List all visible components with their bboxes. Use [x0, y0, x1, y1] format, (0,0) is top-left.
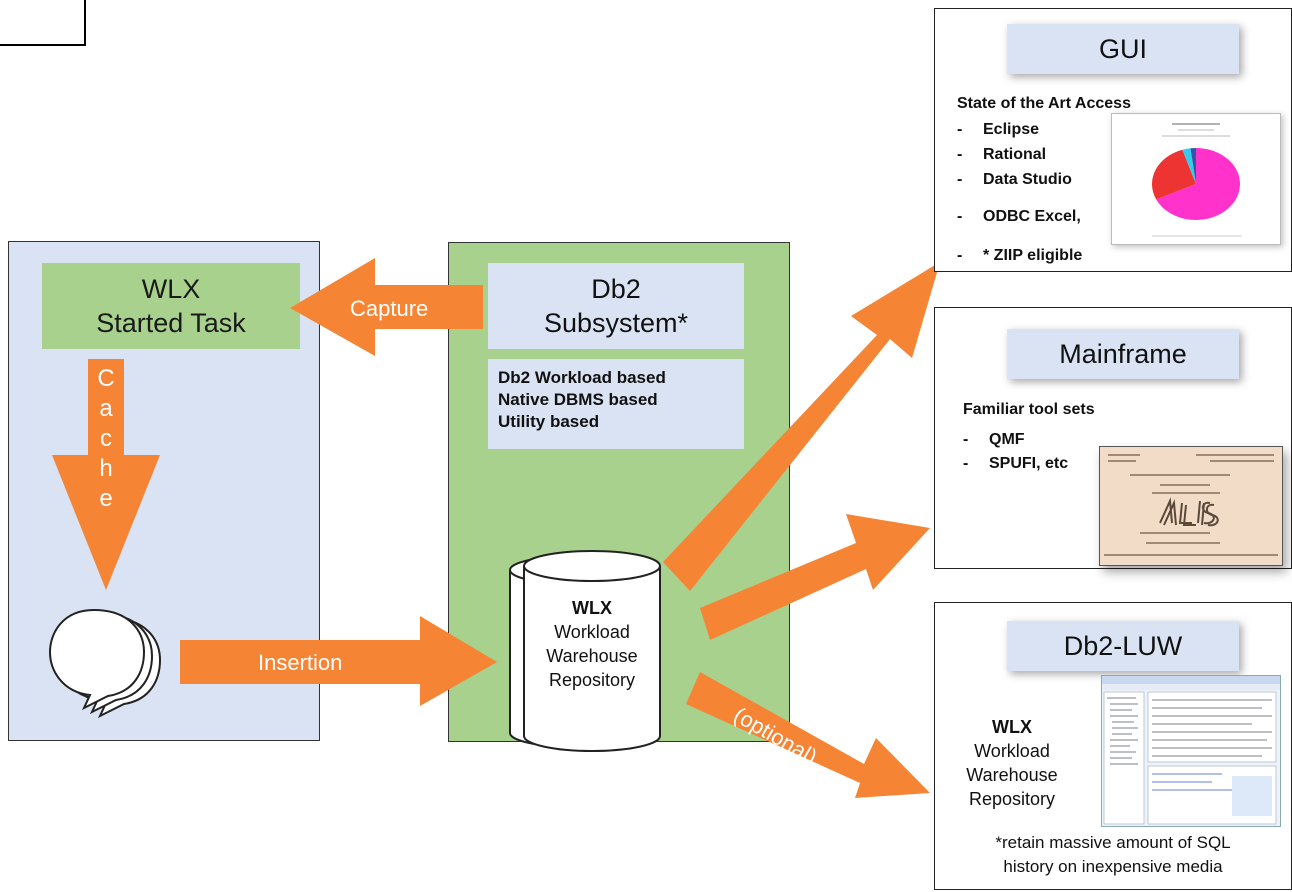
- pie-slice: [1152, 149, 1196, 200]
- cache-letter: h: [99, 455, 113, 482]
- mainframe-item-qmf: -QMF: [963, 431, 1025, 448]
- db2-bases-box: Db2 Workload based Native DBMS based Uti…: [488, 359, 744, 449]
- gui-arrow: [663, 262, 940, 591]
- luw-note-line1: *retain massive amount of SQL: [995, 833, 1231, 852]
- base-item-utility: Utility based: [498, 412, 600, 431]
- base-item-workload: Db2 Workload based: [498, 368, 666, 387]
- luw-screen-thumbnail: [1101, 675, 1281, 827]
- luw-repository-text: WLX Workload Warehouse Repository: [956, 715, 1068, 811]
- wlx-task-line2: Started Task: [96, 308, 246, 338]
- gui-subtitle: State of the Art Access: [957, 95, 1131, 112]
- mainframe-item-spufi: -SPUFI, etc: [963, 455, 1069, 472]
- mainframe-title: Mainframe: [1007, 329, 1239, 379]
- cache-stack-icon: [48, 608, 162, 719]
- repository-text: WLX Workload Warehouse Repository: [524, 596, 660, 692]
- repository-title: WLX: [572, 598, 612, 618]
- insertion-label: Insertion: [258, 650, 343, 675]
- luw-repository-line1: Workload: [974, 741, 1050, 761]
- luw-box: Db2-LUW WLX Wo: [934, 602, 1292, 890]
- gui-item-data-studio: -Data Studio: [957, 171, 1072, 188]
- cache-letter: a: [99, 395, 113, 422]
- gui-item-ziip: -* ZIIP eligible: [957, 247, 1083, 264]
- mainframe-screen-thumbnail: [1099, 446, 1283, 566]
- pie-slice: [1182, 148, 1196, 184]
- corner-frame-fragment: [0, 0, 86, 46]
- repository-line1: Workload: [554, 622, 630, 642]
- luw-screen-image: [1102, 676, 1280, 825]
- luw-repository-title: WLX: [992, 717, 1032, 737]
- repository-line3: Repository: [548, 670, 636, 690]
- cache-label: C a c h e: [92, 364, 120, 514]
- luw-note: *retain massive amount of SQL history on…: [935, 831, 1291, 879]
- cache-arrow: [52, 359, 160, 590]
- gui-title: GUI: [1007, 24, 1239, 74]
- repository-cylinder-front: [523, 550, 661, 752]
- gui-item-odbc: -ODBC Excel,: [957, 208, 1081, 225]
- luw-arrow: [686, 672, 930, 798]
- insertion-arrow: [180, 616, 497, 706]
- capture-label: Capture: [350, 296, 429, 321]
- mainframe-arrow: [700, 514, 930, 640]
- mainframe-tools-list: -QMF -SPUFI, etc: [963, 428, 1068, 476]
- luw-title: Db2-LUW: [1007, 621, 1239, 671]
- gui-box: GUI State of the Art Access -Eclipse -Ra…: [934, 8, 1292, 272]
- pie-slice: [1156, 148, 1240, 220]
- gui-item-eclipse: -Eclipse: [957, 121, 1040, 138]
- base-item-native: Native DBMS based: [498, 390, 658, 409]
- mainframe-subtitle: Familiar tool sets: [963, 401, 1095, 418]
- repository-line2: Warehouse: [546, 646, 638, 666]
- cache-letter: C: [97, 365, 115, 392]
- mainframe-box: Mainframe Familiar tool sets -QMF -SPUFI…: [934, 307, 1292, 569]
- db2-subsystem-box: Db2 Subsystem*: [488, 263, 744, 349]
- pie-chart: [1152, 123, 1242, 237]
- gui-tools-list: -Eclipse -Rational -Data Studio -ODBC Ex…: [957, 117, 1082, 268]
- pie-slice: [1190, 148, 1196, 184]
- wlx-started-task-box: WLX Started Task: [42, 263, 300, 349]
- luw-note-line2: history on inexpensive media: [1003, 857, 1223, 876]
- db2-subsystem-line1: Db2: [591, 274, 641, 304]
- luw-repository-line3: Repository: [968, 789, 1056, 809]
- gui-item-rational: -Rational: [957, 146, 1047, 163]
- wlx-task-line1: WLX: [141, 274, 201, 304]
- cache-letter: e: [99, 485, 113, 512]
- mainframe-screen-image: [1104, 454, 1278, 556]
- cache-letter: c: [100, 425, 112, 452]
- db2-subsystem-line2: Subsystem*: [543, 308, 689, 338]
- capture-arrow: [290, 258, 483, 356]
- luw-repository-line2: Warehouse: [966, 765, 1058, 785]
- pie-chart-thumbnail: [1111, 113, 1281, 245]
